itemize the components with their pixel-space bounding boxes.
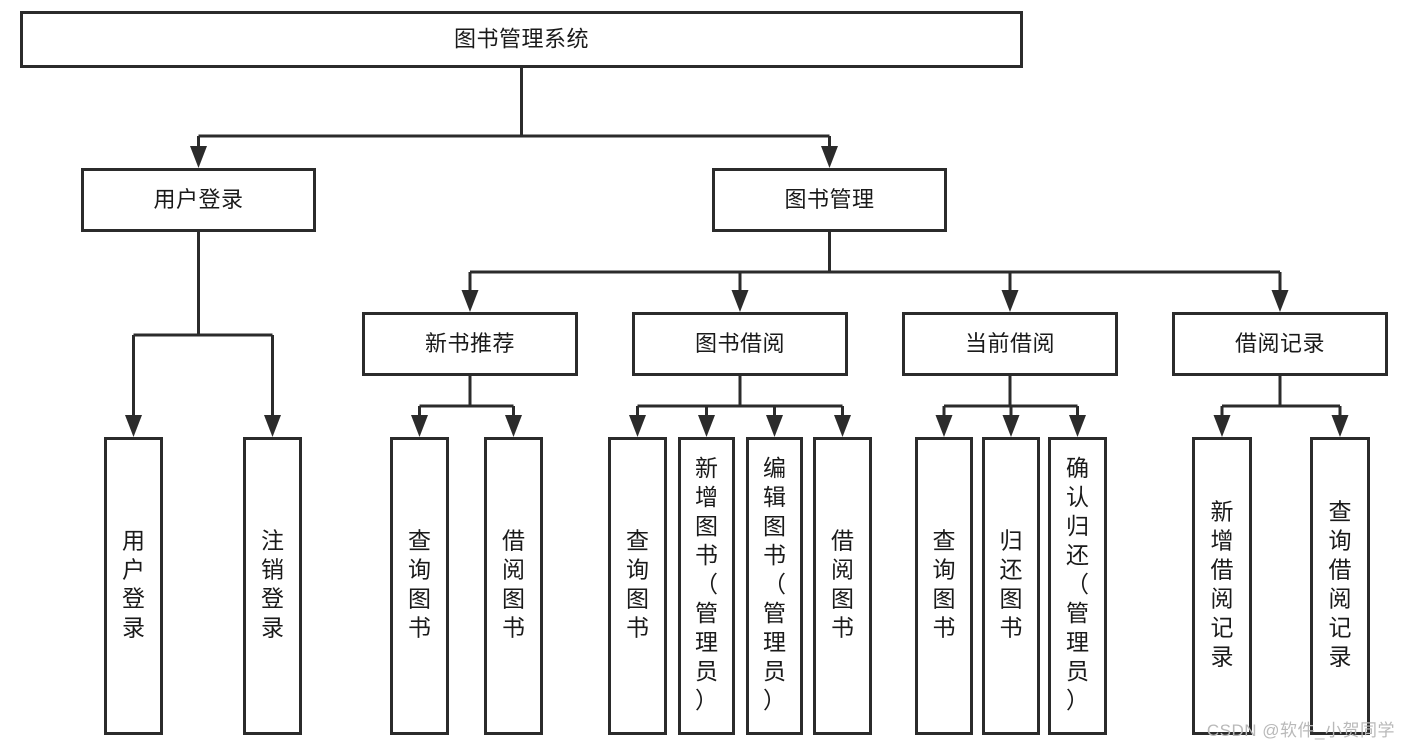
node-leaf-borrow-book-2[interactable]: 借阅图书: [813, 437, 872, 735]
node-label: 借阅图书: [502, 528, 525, 641]
node-leaf-logout[interactable]: 注销登录: [243, 437, 302, 735]
node-leaf-query-book-3[interactable]: 查询图书: [915, 437, 973, 735]
node-label: 查询借阅记录: [1329, 499, 1352, 670]
node-box[interactable]: [915, 437, 973, 735]
node-label: 归还图书: [1000, 528, 1023, 641]
edge-layer: [125, 68, 1349, 437]
node-leaf-return-book[interactable]: 归还图书: [982, 437, 1040, 735]
edge-group-user-login: [125, 232, 281, 437]
node-box[interactable]: [1048, 437, 1107, 735]
node-label: 新增借阅记录: [1211, 499, 1234, 670]
arrow-head: [821, 146, 838, 168]
node-new-book-rec[interactable]: 新书推荐: [362, 312, 578, 376]
node-label: 图书管理: [784, 187, 874, 212]
node-label: 当前借阅: [965, 331, 1055, 356]
node-label: 借阅记录: [1235, 331, 1325, 356]
node-leaf-add-record[interactable]: 新增借阅记录: [1192, 437, 1252, 735]
node-leaf-confirm-return[interactable]: 确认归还（管理员）: [1048, 437, 1107, 735]
node-box[interactable]: [813, 437, 872, 735]
node-box[interactable]: [484, 437, 543, 735]
edge-group-new-book-rec: [411, 376, 522, 437]
arrow-head: [1001, 290, 1019, 312]
edge-group-borrow-record: [1213, 376, 1349, 437]
node-box[interactable]: [1192, 437, 1252, 735]
node-current-borrow[interactable]: 当前借阅: [902, 312, 1118, 376]
arrow-head: [461, 290, 479, 312]
node-leaf-edit-book[interactable]: 编辑图书（管理员）: [746, 437, 803, 735]
node-label: 编辑图书（管理员）: [763, 455, 786, 713]
node-box[interactable]: [1172, 312, 1388, 376]
csdn-watermark: CSDN @软件_小贺同学: [1206, 721, 1395, 740]
node-leaf-query-book-1[interactable]: 查询图书: [390, 437, 449, 735]
node-label: 查询图书: [408, 528, 431, 641]
arrow-head: [1002, 415, 1020, 437]
node-user-login[interactable]: 用户登录: [81, 168, 316, 232]
node-box[interactable]: [243, 437, 302, 735]
node-box[interactable]: [712, 168, 947, 232]
node-box[interactable]: [678, 437, 735, 735]
node-box[interactable]: [982, 437, 1040, 735]
node-label: 新增图书（管理员）: [695, 455, 718, 713]
arrow-head: [834, 415, 851, 437]
node-label: 确认归还（管理员）: [1066, 455, 1089, 713]
node-leaf-query-record[interactable]: 查询借阅记录: [1310, 437, 1370, 735]
node-leaf-add-book[interactable]: 新增图书（管理员）: [678, 437, 735, 735]
node-root[interactable]: 图书管理系统: [20, 11, 1023, 68]
arrow-head: [731, 290, 749, 312]
node-label: 用户登录: [153, 187, 243, 212]
arrow-head: [629, 415, 646, 437]
node-leaf-borrow-book-1[interactable]: 借阅图书: [484, 437, 543, 735]
node-box[interactable]: [390, 437, 449, 735]
edge-group-root: [190, 68, 838, 168]
arrow-head: [1069, 415, 1086, 437]
node-box[interactable]: [104, 437, 163, 735]
node-box[interactable]: [746, 437, 803, 735]
edge-group-book-manage: [461, 232, 1289, 312]
arrow-head: [698, 415, 715, 437]
node-book-manage[interactable]: 图书管理: [712, 168, 947, 232]
arrow-head: [1213, 415, 1231, 437]
node-layer: 图书管理系统用户登录图书管理新书推荐图书借阅当前借阅借阅记录用户登录注销登录查询…: [20, 11, 1388, 735]
arrow-head: [935, 415, 953, 437]
node-box[interactable]: [81, 168, 316, 232]
node-borrow-record[interactable]: 借阅记录: [1172, 312, 1388, 376]
node-box[interactable]: [632, 312, 848, 376]
node-label: 查询图书: [626, 528, 649, 641]
node-label: 用户登录: [122, 528, 145, 641]
arrow-head: [190, 146, 207, 168]
node-book-borrow[interactable]: 图书借阅: [632, 312, 848, 376]
node-label: 图书借阅: [695, 331, 785, 356]
arrow-head: [505, 415, 522, 437]
node-box[interactable]: [362, 312, 578, 376]
arrow-head: [766, 415, 783, 437]
arrow-head: [264, 415, 281, 437]
node-box[interactable]: [902, 312, 1118, 376]
node-box[interactable]: [1310, 437, 1370, 735]
arrow-head: [1271, 290, 1289, 312]
node-label: 注销登录: [261, 528, 284, 641]
node-box[interactable]: [608, 437, 667, 735]
node-box[interactable]: [20, 11, 1023, 68]
arrow-head: [125, 415, 142, 437]
arrow-head: [411, 415, 428, 437]
edge-group-current-borrow: [935, 376, 1086, 437]
node-label: 查询图书: [933, 528, 956, 641]
arrow-head: [1331, 415, 1349, 437]
node-label: 图书管理系统: [454, 26, 589, 51]
node-label: 新书推荐: [425, 331, 515, 356]
edge-group-book-borrow: [629, 376, 851, 437]
node-leaf-user-login[interactable]: 用户登录: [104, 437, 163, 735]
node-label: 借阅图书: [831, 528, 854, 641]
node-leaf-query-book-2[interactable]: 查询图书: [608, 437, 667, 735]
